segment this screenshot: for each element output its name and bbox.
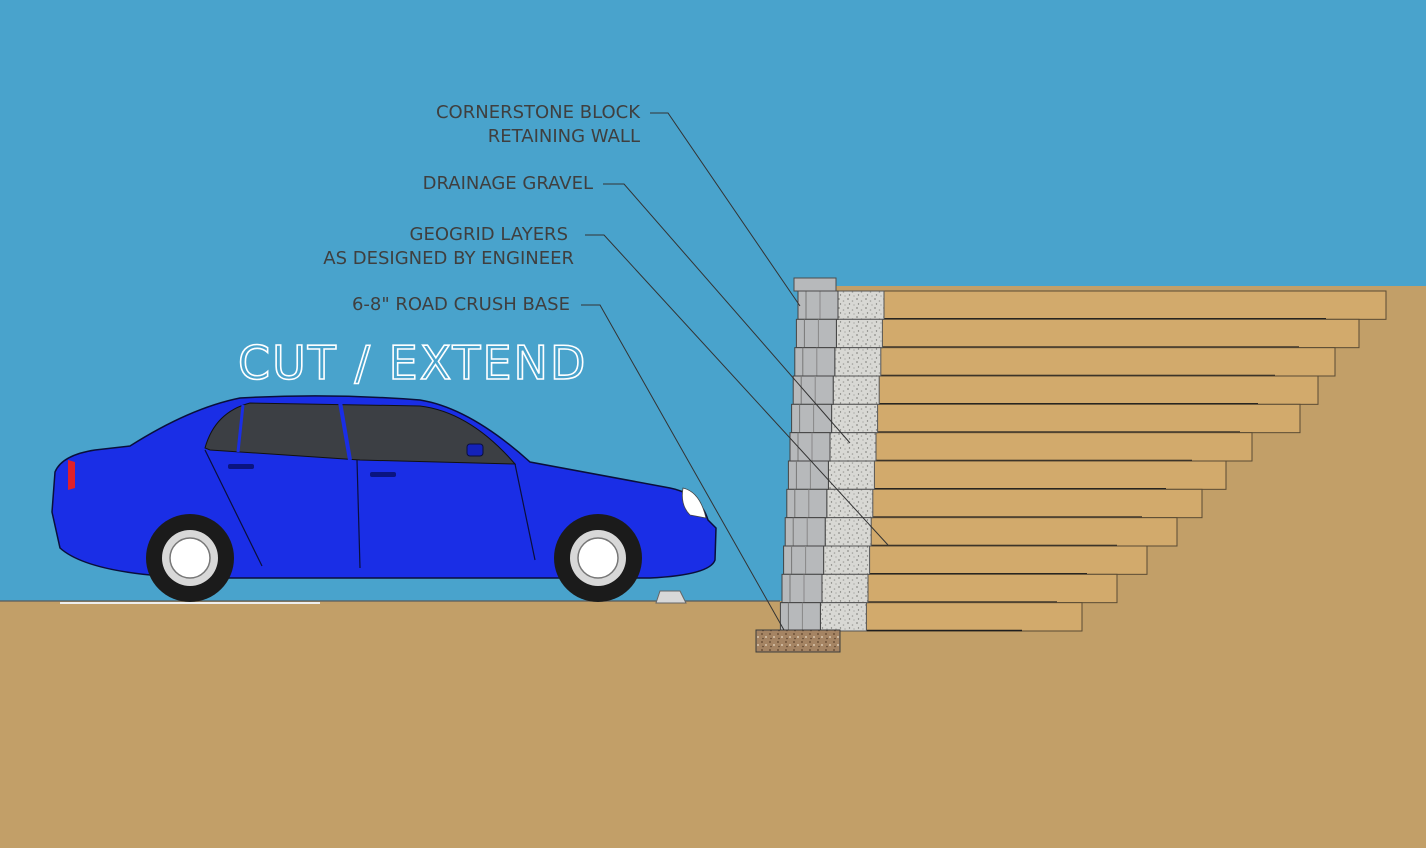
wall-block bbox=[781, 573, 823, 604]
label-geogrid: GEOGRID LAYERS AS DESIGNED BY ENGINEER bbox=[323, 223, 574, 271]
wall-block bbox=[779, 602, 821, 632]
reinforced-fill-layer bbox=[875, 403, 1301, 434]
door-line bbox=[514, 463, 536, 561]
reinforced-fill-layer bbox=[868, 517, 1178, 547]
leader-base bbox=[581, 304, 785, 631]
reinforced-fill-layer bbox=[863, 602, 1083, 632]
wall-block bbox=[787, 460, 829, 490]
reinforced-fill-layer bbox=[870, 488, 1203, 519]
gravel-course bbox=[834, 347, 882, 377]
reinforced-fill-layer bbox=[871, 460, 1227, 490]
reinforced-fill-layer bbox=[879, 318, 1360, 349]
label-base: 6-8" ROAD CRUSH BASE bbox=[351, 294, 570, 315]
leader-geogrid bbox=[585, 234, 889, 546]
curb-stone bbox=[655, 590, 687, 604]
wall-block bbox=[789, 432, 831, 462]
headlight bbox=[681, 487, 707, 519]
label-geogrid-line2: AS DESIGNED BY ENGINEER bbox=[323, 248, 574, 269]
reinforced-fill-layer bbox=[873, 432, 1253, 462]
gravel-course bbox=[829, 432, 877, 462]
gravel-course bbox=[821, 573, 869, 604]
reinforced-fill-layer bbox=[867, 545, 1148, 575]
reinforced-fill-layer bbox=[876, 375, 1319, 405]
window-pillar bbox=[338, 401, 352, 461]
door-line bbox=[356, 459, 361, 569]
gravel-course bbox=[835, 318, 883, 349]
gravel-course bbox=[831, 403, 879, 434]
gravel-course bbox=[823, 545, 871, 575]
side-mirror bbox=[466, 443, 484, 457]
door-line bbox=[204, 449, 263, 567]
wall-block bbox=[784, 517, 826, 547]
window-pillar bbox=[236, 404, 245, 453]
gravel-course bbox=[819, 602, 867, 632]
gravel-course bbox=[837, 290, 885, 320]
label-block-wall-line1: CORNERSTONE BLOCK bbox=[435, 102, 640, 123]
gravel-course bbox=[827, 460, 875, 490]
cut-extend-title: CUT / EXTEND bbox=[237, 335, 588, 391]
reinforced-fill-layer bbox=[878, 347, 1336, 377]
wall-block bbox=[794, 347, 836, 377]
front-wheel bbox=[554, 514, 642, 602]
wall-block bbox=[792, 375, 834, 405]
leader-lines bbox=[581, 112, 889, 631]
gravel-course bbox=[832, 375, 880, 405]
ground bbox=[0, 601, 1426, 848]
road-crush-base bbox=[755, 629, 841, 653]
wall-block bbox=[797, 290, 839, 320]
wall-block bbox=[786, 488, 828, 519]
drainage-gravel-zone bbox=[819, 290, 885, 632]
rear-wheel bbox=[146, 514, 234, 602]
reinforced-fill-layer bbox=[881, 290, 1387, 320]
block-wall bbox=[779, 290, 839, 632]
leader-block-wall bbox=[650, 112, 801, 307]
leader-gravel bbox=[603, 183, 851, 444]
car bbox=[51, 395, 717, 602]
label-geogrid-line1: GEOGRID LAYERS bbox=[409, 224, 569, 245]
tail-light bbox=[68, 460, 75, 490]
door-handle bbox=[228, 464, 254, 469]
label-block-wall: CORNERSTONE BLOCK RETAINING WALL bbox=[436, 101, 640, 149]
label-block-wall-line2: RETAINING WALL bbox=[487, 126, 640, 147]
wall-block bbox=[795, 318, 837, 349]
wall-block bbox=[791, 403, 833, 434]
car-windows bbox=[204, 402, 517, 465]
cap-block bbox=[793, 277, 837, 292]
gravel-course bbox=[824, 517, 872, 547]
reinforced-fill-layer bbox=[865, 573, 1118, 604]
door-handle bbox=[370, 472, 396, 477]
label-gravel: DRAINAGE GRAVEL bbox=[422, 173, 593, 194]
wall-block bbox=[783, 545, 825, 575]
